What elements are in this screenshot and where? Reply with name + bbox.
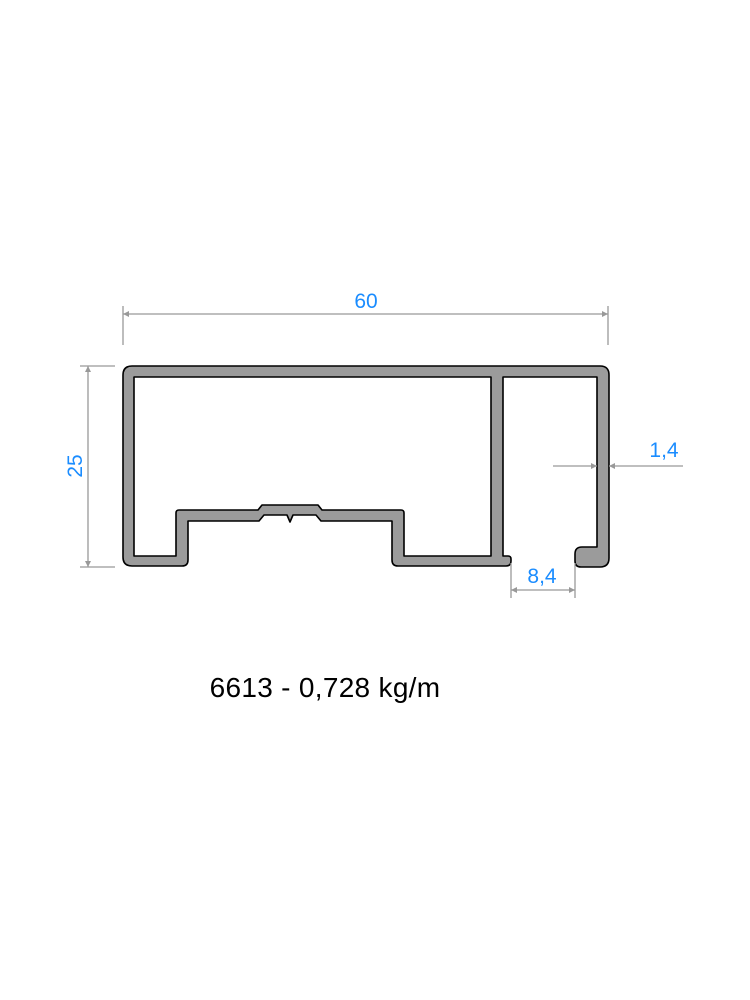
slot-value: 8,4 [527, 565, 557, 588]
profile-caption: 6613 - 0,728 kg/m [209, 672, 441, 703]
height-dimension: 25 [64, 365, 115, 568]
height-value: 25 [64, 454, 87, 477]
aluminium-profile-section [122, 365, 610, 568]
thickness-value: 1,4 [649, 439, 679, 462]
thickness-dimension: 1,4 [553, 439, 683, 469]
width-value: 60 [354, 290, 377, 313]
width-dimension: 60 [122, 290, 609, 345]
slot-dimension: 8,4 [510, 563, 576, 598]
